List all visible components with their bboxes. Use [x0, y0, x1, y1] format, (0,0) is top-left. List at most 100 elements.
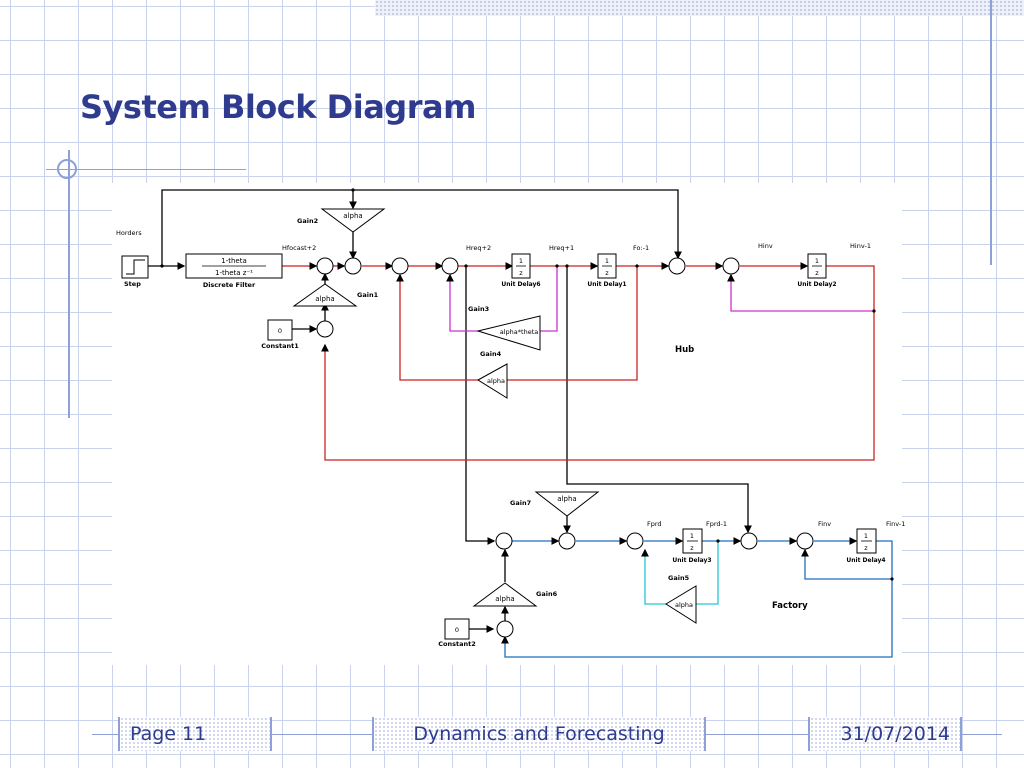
unit-delay6-block: [511, 253, 531, 279]
sum-hub-6: [722, 257, 740, 275]
constant1-name: Constant1: [261, 342, 299, 350]
page-title: System Block Diagram: [80, 88, 476, 126]
title-decor-rule: [46, 169, 246, 170]
ud1-name: Unit Delay1: [587, 281, 626, 288]
title-decor-circle: [57, 159, 77, 179]
gain6-value: alpha: [495, 595, 514, 603]
ud2-name: Unit Delay2: [797, 281, 836, 288]
footer-date-box: 31/07/2014: [808, 717, 962, 751]
gain6-block: [472, 582, 538, 607]
ud6-name: Unit Delay6: [501, 281, 540, 288]
fo1-label: Fo:-1: [633, 244, 649, 252]
horders-label: Horders: [116, 229, 142, 237]
footer-rule-right: [962, 734, 1002, 735]
footer-date: 31/07/2014: [840, 723, 950, 745]
hreq2-label: Hreq+2: [466, 244, 491, 252]
wire-fac-gain5-fb: [645, 541, 719, 605]
gain4-value: alpha: [487, 377, 505, 385]
factory-label: Factory: [772, 601, 808, 611]
constant1-value: 0: [278, 327, 282, 335]
hub-label: Hub: [675, 345, 694, 355]
ud6-num: 1: [519, 257, 523, 265]
ud2-num: 1: [815, 257, 819, 265]
filter-denominator: 1-theta z⁻¹: [215, 269, 253, 277]
unit-delay1-block: [597, 253, 617, 279]
sum-hub-1: [316, 257, 334, 275]
gain1-name: Gain1: [357, 291, 379, 299]
gain7-block: [534, 491, 600, 517]
ud1-den: z: [605, 269, 609, 277]
footer-course-box: Dynamics and Forecasting: [372, 717, 706, 751]
sum-hub-3: [391, 257, 409, 275]
left-decor-rule: [68, 150, 70, 418]
wire-hub-hinv-fb: [727, 273, 874, 312]
gain4-name: Gain4: [480, 350, 502, 358]
gain5-name: Gain5: [668, 574, 690, 582]
ud2-den: z: [815, 269, 819, 277]
ud3-den: z: [690, 544, 694, 552]
sum-fac-4: [740, 532, 758, 550]
hfocast-label: Hfocast+2: [282, 244, 316, 252]
gain3-name: Gain3: [468, 305, 489, 313]
diagram-svg: Step Horders 1-theta 1-theta z⁻¹ Discret…: [116, 188, 905, 658]
gain2-value: alpha: [343, 212, 362, 220]
wire-top-feedback: [161, 189, 682, 266]
gain7-name: Gain7: [510, 499, 531, 507]
right-decor-rule: [990, 0, 992, 265]
sum-fac-2: [558, 532, 576, 550]
wire-hub-gain4-fb: [400, 266, 638, 381]
sum-fac-1: [495, 532, 513, 550]
wire-hub-gain3-fb: [450, 266, 558, 332]
footer-rule-left: [92, 734, 118, 735]
block-diagram: Step Horders 1-theta 1-theta z⁻¹ Discret…: [112, 183, 905, 665]
finv1-label: Finv-1: [886, 520, 905, 528]
fprd1-label: Fprd-1: [706, 520, 727, 528]
constant2-block: [444, 618, 470, 640]
sum-hub-7: [316, 320, 334, 338]
hreq1-label: Hreq+1: [549, 244, 574, 252]
ud1-num: 1: [605, 257, 609, 265]
constant2-value: 0: [455, 626, 459, 634]
gain2-block: [320, 208, 386, 233]
wire-fac-big-feedback: [501, 540, 893, 658]
ud6-den: z: [519, 269, 523, 277]
sum-fac-3: [626, 532, 644, 550]
ud4-name: Unit Delay4: [846, 557, 885, 564]
gain3-value: alpha*theta: [500, 328, 538, 336]
wire-hreq2-down: [465, 266, 496, 545]
gain5-block: [665, 585, 697, 624]
fprd-label: Fprd: [647, 520, 662, 528]
gain3-block: [476, 315, 541, 351]
wire-hub-big-feedback: [321, 265, 875, 461]
ud3-name: Unit Delay3: [672, 557, 711, 564]
sum-junctions: [316, 257, 814, 638]
gain2-name: Gain2: [297, 217, 318, 225]
footer-rule-mid-b: [706, 734, 808, 735]
wire-hreq1-down: [566, 266, 752, 534]
sum-hub-2: [344, 257, 362, 275]
ud4-den: z: [864, 544, 868, 552]
gain4-block: [477, 363, 508, 399]
gain6-name: Gain6: [536, 590, 558, 598]
sum-fac-5: [796, 532, 814, 550]
ud4-num: 1: [864, 532, 868, 540]
filter-numerator: 1-theta: [221, 257, 247, 265]
discrete-filter-block: [185, 253, 283, 279]
constant2-name: Constant2: [438, 640, 475, 648]
step-block: [121, 255, 149, 279]
footer-page-box: Page 11: [118, 717, 272, 751]
unit-delay3-block: [682, 528, 703, 554]
constant1-block: [267, 319, 293, 341]
wire-fac-finv-fb: [801, 548, 892, 580]
step-label: Step: [124, 280, 141, 288]
footer-page: Page 11: [130, 723, 207, 745]
gain5-value: alpha: [675, 601, 693, 609]
hinv1-label: Hinv-1: [850, 242, 871, 250]
footer-course: Dynamics and Forecasting: [413, 723, 665, 745]
gain7-value: alpha: [557, 495, 576, 503]
filter-name: Discrete Filter: [203, 281, 256, 289]
gain1-value: alpha: [315, 295, 334, 303]
footer-rule-mid-a: [272, 734, 372, 735]
ud3-num: 1: [690, 532, 694, 540]
unit-delay4-block: [856, 528, 877, 554]
